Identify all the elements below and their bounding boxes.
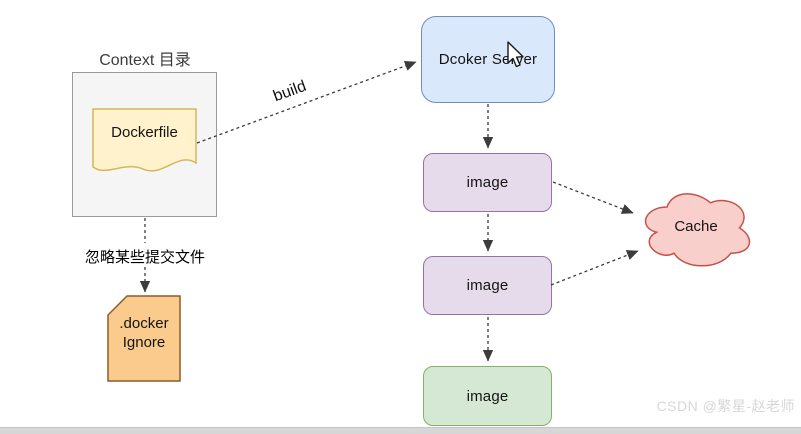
image-node-1-label: image <box>466 174 509 191</box>
dockerignore-label-line1: .docker <box>119 315 169 332</box>
image2-to-cache-arrow <box>550 250 639 286</box>
dockerignore-label: .docker Ignore <box>108 314 180 352</box>
docker-server-node: Dcoker Server <box>421 16 555 103</box>
image-node-3-label: image <box>466 387 509 405</box>
dockerfile-label: Dockerfile <box>111 124 178 141</box>
bottom-bar <box>0 427 801 434</box>
build-arrow <box>196 60 417 144</box>
watermark: CSDN @繁星-赵老师 <box>656 398 795 414</box>
context-box-title: Context 目录 <box>99 52 191 69</box>
image-node-2: image <box>423 256 552 315</box>
image-node-1: image <box>423 153 552 212</box>
image-node-3: image <box>423 366 552 426</box>
dockerignore-label-line2: Ignore <box>122 334 166 351</box>
image1-to-cache-arrow <box>552 181 634 214</box>
docker-server-label: Dcoker Server <box>438 51 538 68</box>
image-node-2-label: image <box>466 277 509 294</box>
context-box <box>72 72 217 217</box>
cache-label: Cache <box>674 218 718 235</box>
ignore-caption: 忽略某些提交文件 <box>60 246 230 267</box>
build-arrow-label: build <box>271 77 309 106</box>
